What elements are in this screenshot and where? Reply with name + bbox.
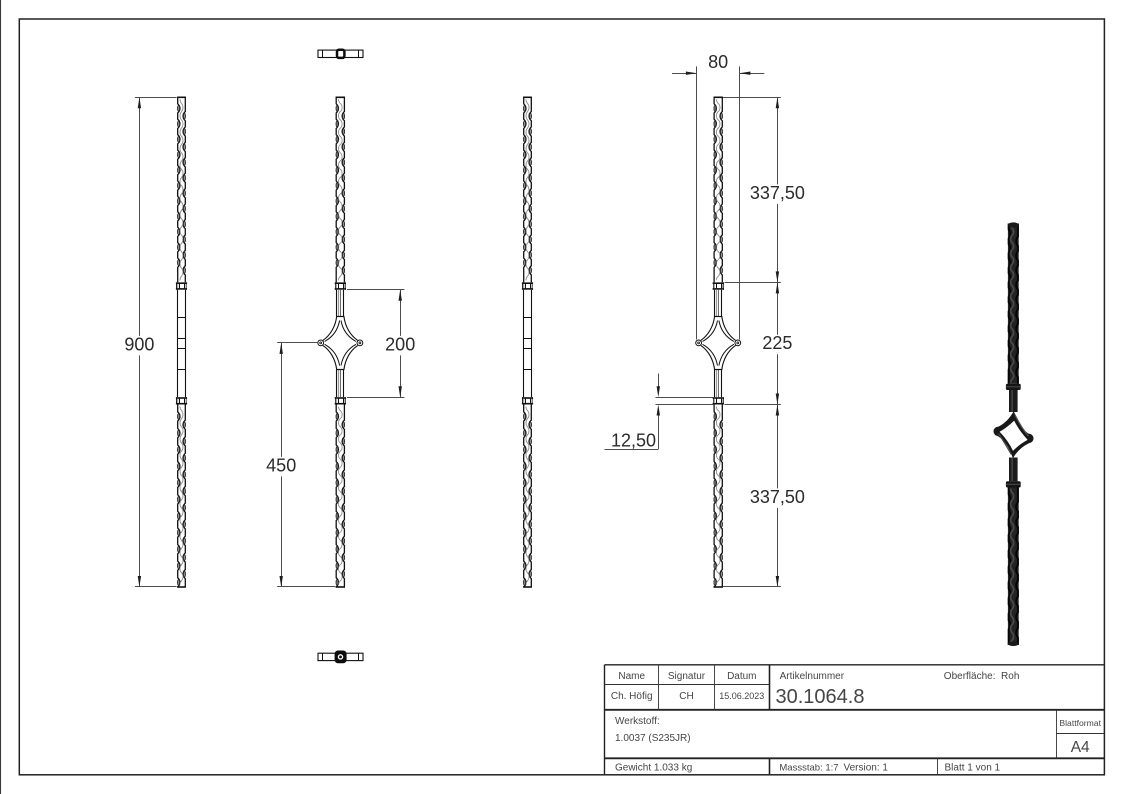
svg-text:Gewicht 1.033 kg: Gewicht 1.033 kg xyxy=(615,763,692,774)
svg-text:CH: CH xyxy=(679,691,693,702)
svg-text:337,50: 337,50 xyxy=(750,487,805,507)
svg-text:Werkstoff:: Werkstoff: xyxy=(615,716,660,727)
svg-text:30.1064.8: 30.1064.8 xyxy=(776,686,865,708)
svg-text:Name: Name xyxy=(618,671,645,682)
svg-text:Artikelnummer: Artikelnummer xyxy=(780,671,845,682)
svg-text:337,50: 337,50 xyxy=(750,183,805,203)
svg-text:Datum: Datum xyxy=(727,671,756,682)
svg-text:Version: 1: Version: 1 xyxy=(844,763,889,774)
svg-text:15.06.2023: 15.06.2023 xyxy=(719,691,764,701)
svg-text:900: 900 xyxy=(124,334,154,354)
svg-text:450: 450 xyxy=(266,455,296,475)
svg-text:Blattformat: Blattformat xyxy=(1059,718,1101,728)
svg-text:225: 225 xyxy=(762,333,792,353)
svg-text:80: 80 xyxy=(708,52,728,72)
svg-text:12,50: 12,50 xyxy=(611,431,656,451)
svg-text:200: 200 xyxy=(385,334,415,354)
svg-text:1.0037 (S235JR): 1.0037 (S235JR) xyxy=(615,733,691,744)
svg-text:Oberfläche: Roh: Oberfläche: Roh xyxy=(944,671,1020,682)
svg-text:A4: A4 xyxy=(1071,739,1090,756)
svg-text:Blatt 1 von 1: Blatt 1 von 1 xyxy=(945,763,1001,774)
svg-text:Massstab: 1:7: Massstab: 1:7 xyxy=(779,763,838,774)
svg-text:Ch. Höfig: Ch. Höfig xyxy=(611,691,653,702)
svg-text:Signatur: Signatur xyxy=(668,671,706,682)
